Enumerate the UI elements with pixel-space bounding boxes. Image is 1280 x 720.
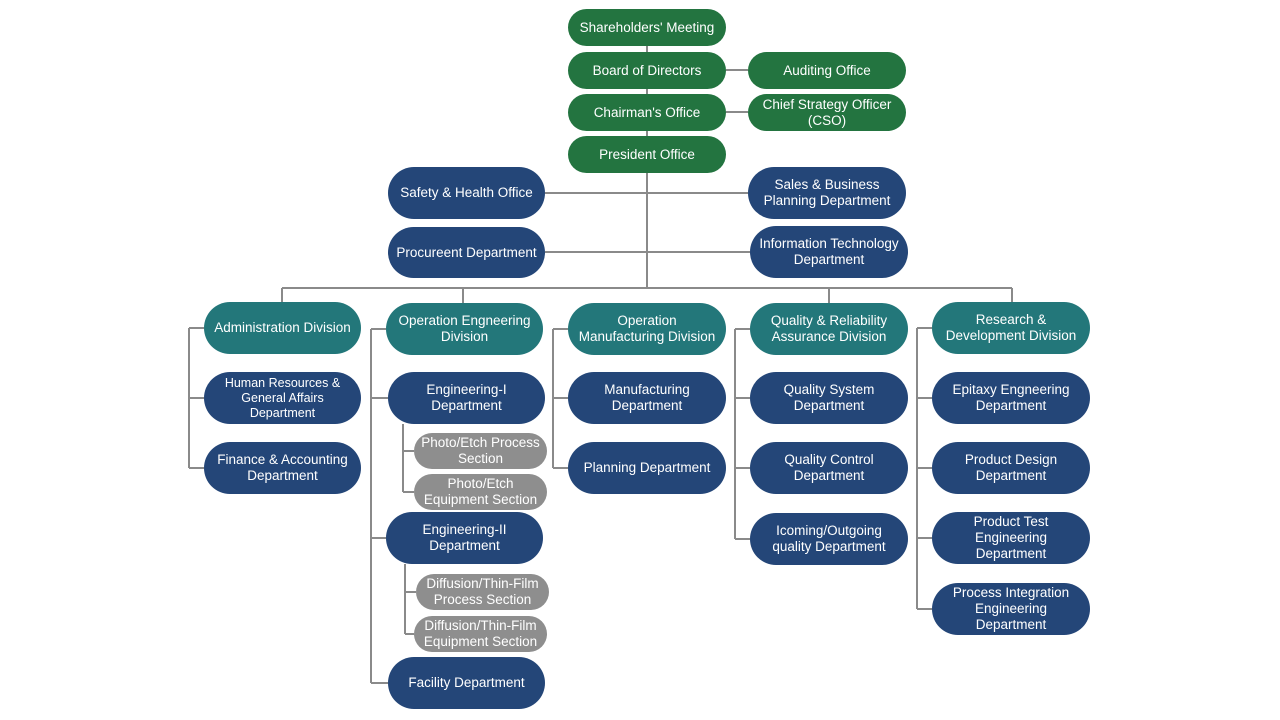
node-safety-health-office[interactable]: Safety & Health Office <box>388 167 545 219</box>
node-epitaxy-engineering[interactable]: Epitaxy Engneering Department <box>932 372 1090 424</box>
node-finance-accounting[interactable]: Finance & Accounting Department <box>204 442 361 494</box>
node-photo-etch-equipment[interactable]: Photo/Etch Equipment Section <box>414 474 547 510</box>
node-sales-business-planning[interactable]: Sales & Business Planning Department <box>748 167 906 219</box>
node-photo-etch-process[interactable]: Photo/Etch Process Section <box>414 433 547 469</box>
node-engineering-2[interactable]: Engineering-II Department <box>386 512 543 564</box>
node-chief-strategy-officer[interactable]: Chief Strategy Officer (CSO) <box>748 94 906 131</box>
node-human-resources[interactable]: Human Resources & General Affairs Depart… <box>204 372 361 424</box>
node-operation-manufacturing-division[interactable]: Operation Manufacturing Division <box>568 303 726 355</box>
node-president-office[interactable]: President Office <box>568 136 726 173</box>
node-planning-department[interactable]: Planning Department <box>568 442 726 494</box>
node-incoming-outgoing[interactable]: Icoming/Outgoing quality Department <box>750 513 908 565</box>
node-product-test-engineering[interactable]: Product Test Engineering Department <box>932 512 1090 564</box>
node-shareholders-meeting[interactable]: Shareholders' Meeting <box>568 9 726 46</box>
node-process-integration[interactable]: Process Integration Engineering Departme… <box>932 583 1090 635</box>
node-engineering-1[interactable]: Engineering-I Department <box>388 372 545 424</box>
node-auditing-office[interactable]: Auditing Office <box>748 52 906 89</box>
node-quality-reliability-division[interactable]: Quality & Reliability Assurance Division <box>750 303 908 355</box>
node-diffusion-process[interactable]: Diffusion/Thin-Film Process Section <box>416 574 549 610</box>
node-procurement-department[interactable]: Procureent Department <box>388 227 545 278</box>
node-information-technology[interactable]: Information Technology Department <box>750 226 908 278</box>
node-board-of-directors[interactable]: Board of Directors <box>568 52 726 89</box>
node-product-design[interactable]: Product Design Department <box>932 442 1090 494</box>
node-chairmans-office[interactable]: Chairman's Office <box>568 94 726 131</box>
node-quality-control[interactable]: Quality Control Department <box>750 442 908 494</box>
node-administration-division[interactable]: Administration Division <box>204 302 361 354</box>
node-quality-system[interactable]: Quality System Department <box>750 372 908 424</box>
node-manufacturing-department[interactable]: Manufacturing Department <box>568 372 726 424</box>
node-research-development-division[interactable]: Research & Development Division <box>932 302 1090 354</box>
node-operation-engineering-division[interactable]: Operation Engneering Division <box>386 303 543 355</box>
node-facility-department[interactable]: Facility Department <box>388 657 545 709</box>
node-diffusion-equipment[interactable]: Diffusion/Thin-Film Equipment Section <box>414 616 547 652</box>
